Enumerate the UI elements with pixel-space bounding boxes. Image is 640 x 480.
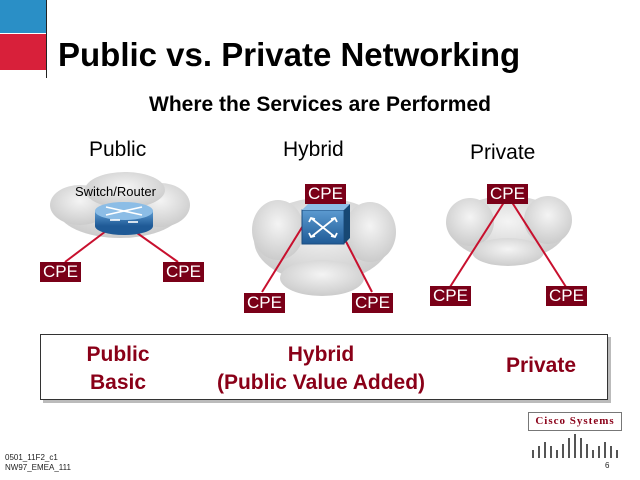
title-rule	[46, 0, 47, 78]
private-cloud	[446, 196, 572, 266]
switch-router-label: Switch/Router	[75, 184, 156, 199]
column-heading-private: Private	[470, 141, 536, 164]
box-public-basic: Public Basic	[43, 340, 193, 394]
footer-code-line2: NW97_EMEA_111	[5, 463, 71, 472]
cpe-hybrid-top: CPE	[305, 184, 346, 204]
cpe-private-left: CPE	[430, 286, 471, 306]
cisco-logo: Cisco Systems	[526, 412, 622, 458]
link-private-cpe-right	[507, 195, 567, 288]
cpe-private-top: CPE	[487, 184, 528, 204]
box-hybrid-line1: Hybrid	[287, 343, 355, 366]
cpe-public-left: CPE	[40, 262, 81, 282]
box-private: Private	[481, 352, 601, 382]
corner-accent-red	[0, 34, 46, 70]
footer-code: 0501_11F2_c1 NW97_EMEA_111	[5, 453, 71, 473]
hybrid-switch-icon	[301, 204, 350, 245]
cpe-private-right: CPE	[546, 286, 587, 306]
cpe-hybrid-left: CPE	[244, 293, 285, 313]
cpe-hybrid-right: CPE	[352, 293, 393, 313]
page-number: 6	[605, 461, 610, 470]
column-heading-hybrid: Hybrid	[283, 138, 344, 161]
box-public-line2: Basic	[89, 371, 147, 394]
cisco-bridge-icon	[532, 434, 618, 458]
switch-router-icon	[95, 202, 153, 235]
link-private-cpe-left	[449, 195, 509, 288]
column-heading-public: Public	[89, 138, 147, 161]
footer-code-line1: 0501_11F2_c1	[5, 453, 58, 462]
box-hybrid-line2: (Public Value Added)	[216, 371, 426, 394]
slide-title: Public vs. Private Networking	[58, 36, 521, 73]
cpe-public-right: CPE	[163, 262, 204, 282]
corner-accent-blue	[0, 0, 46, 34]
category-box-row: Public Basic Hybrid (Public Value Added)…	[40, 334, 608, 400]
box-hybrid: Hybrid (Public Value Added)	[191, 340, 451, 394]
cisco-wordmark: Cisco Systems	[528, 412, 622, 431]
box-public-line1: Public	[86, 343, 150, 366]
link-public-cpe-left	[64, 227, 111, 263]
box-private-line1: Private	[505, 354, 577, 377]
slide-subtitle: Where the Services are Performed	[149, 93, 491, 116]
